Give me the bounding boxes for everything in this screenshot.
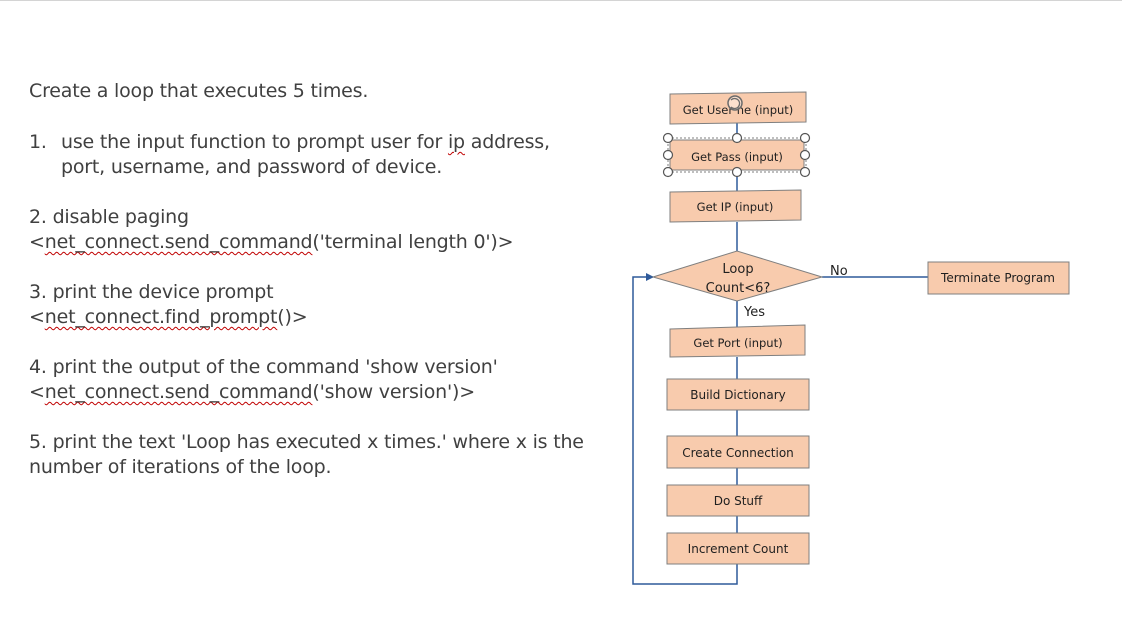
node-do-stuff-label: Do Stuff — [714, 494, 763, 508]
step-1-text-line2: port, username, and password of device. — [61, 156, 443, 178]
step-1-text-part: use the input function to prompt user fo… — [61, 131, 448, 153]
step-2-title: 2. disable paging — [29, 206, 189, 228]
step-2-code: <net_connect.send_command('terminal leng… — [29, 230, 589, 255]
node-terminate[interactable]: Terminate Program — [927, 261, 1070, 295]
node-increment-count-label: Increment Count — [688, 542, 789, 556]
selection-handles[interactable] — [662, 132, 811, 178]
node-terminate-label: Terminate Program — [940, 271, 1055, 285]
node-increment-count[interactable]: Increment Count — [666, 532, 810, 565]
step-4-code: <net_connect.send_command('show version'… — [29, 380, 589, 405]
resize-handle-icon[interactable] — [662, 132, 674, 144]
node-get-ip[interactable]: Get IP (input) — [669, 189, 802, 223]
spellcheck-find-prompt: net_connect.find_prompt — [44, 306, 278, 328]
edge-yes-label: Yes — [743, 305, 765, 320]
node-get-ip-label: Get IP (input) — [697, 200, 774, 214]
step-3-title: 3. print the device prompt — [29, 281, 274, 303]
spellcheck-send-command: net_connect.send_command — [44, 231, 313, 253]
spellcheck-send-command: net_connect.send_command — [44, 381, 313, 403]
connectors — [632, 122, 928, 585]
spellcheck-ip: ip — [447, 131, 465, 153]
resize-handle-icon[interactable] — [731, 132, 743, 144]
node-create-connection-label: Create Connection — [682, 446, 794, 460]
step-5: 5. print the text 'Loop has executed x t… — [29, 430, 589, 480]
step-5-line1: 5. print the text 'Loop has executed x t… — [29, 431, 584, 453]
node-loop-decision[interactable]: Loop Count<6? — [651, 250, 824, 302]
node-get-pass[interactable]: Get Pass (input) — [662, 132, 811, 178]
node-build-dictionary-label: Build Dictionary — [690, 388, 785, 402]
intro-text: Create a loop that executes 5 times. — [29, 80, 369, 102]
node-get-port-label: Get Port (input) — [693, 336, 782, 350]
resize-handle-icon[interactable] — [799, 149, 811, 161]
code-args: ('show version')> — [312, 381, 475, 403]
code-args: ('terminal length 0')> — [312, 231, 514, 253]
step-3: 3. print the device prompt <net_connect.… — [29, 280, 589, 330]
step-5-line2: number of iterations of the loop. — [29, 456, 332, 478]
code-bracket: < — [29, 306, 45, 328]
instructions-text: Create a loop that executes 5 times. 1. … — [29, 79, 589, 505]
node-get-username[interactable]: Get User ne (input) — [669, 91, 807, 125]
code-args: ()> — [277, 306, 308, 328]
node-create-connection[interactable]: Create Connection — [666, 435, 810, 469]
code-bracket: < — [29, 231, 45, 253]
node-get-port[interactable]: Get Port (input) — [669, 324, 806, 358]
step-1-text-part: address, — [464, 131, 550, 153]
step-3-code: <net_connect.find_prompt()> — [29, 305, 589, 330]
step-2: 2. disable paging <net_connect.send_comm… — [29, 205, 589, 255]
node-get-pass-label: Get Pass (input) — [691, 150, 783, 164]
connector-loop-back — [632, 273, 738, 585]
resize-handle-icon[interactable] — [799, 132, 811, 144]
step-1: 1. use the input function to prompt user… — [29, 130, 589, 180]
edge-no-label: No — [830, 264, 848, 279]
resize-handle-icon[interactable] — [731, 166, 743, 178]
step-4-title: 4. print the output of the command 'show… — [29, 356, 498, 378]
step-1-number: 1. — [29, 131, 47, 153]
rotate-handle-icon[interactable] — [727, 95, 743, 111]
resize-handle-icon[interactable] — [662, 166, 674, 178]
code-bracket: < — [29, 381, 45, 403]
node-build-dictionary[interactable]: Build Dictionary — [666, 378, 810, 411]
node-loop-label-line1: Loop — [722, 262, 753, 277]
step-1-text: use the input function to prompt user fo… — [61, 130, 550, 180]
resize-handle-icon[interactable] — [799, 166, 811, 178]
step-4: 4. print the output of the command 'show… — [29, 355, 589, 405]
resize-handle-icon[interactable] — [662, 149, 674, 161]
node-do-stuff[interactable]: Do Stuff — [666, 484, 810, 517]
node-loop-label-line2: Count<6? — [706, 281, 771, 296]
